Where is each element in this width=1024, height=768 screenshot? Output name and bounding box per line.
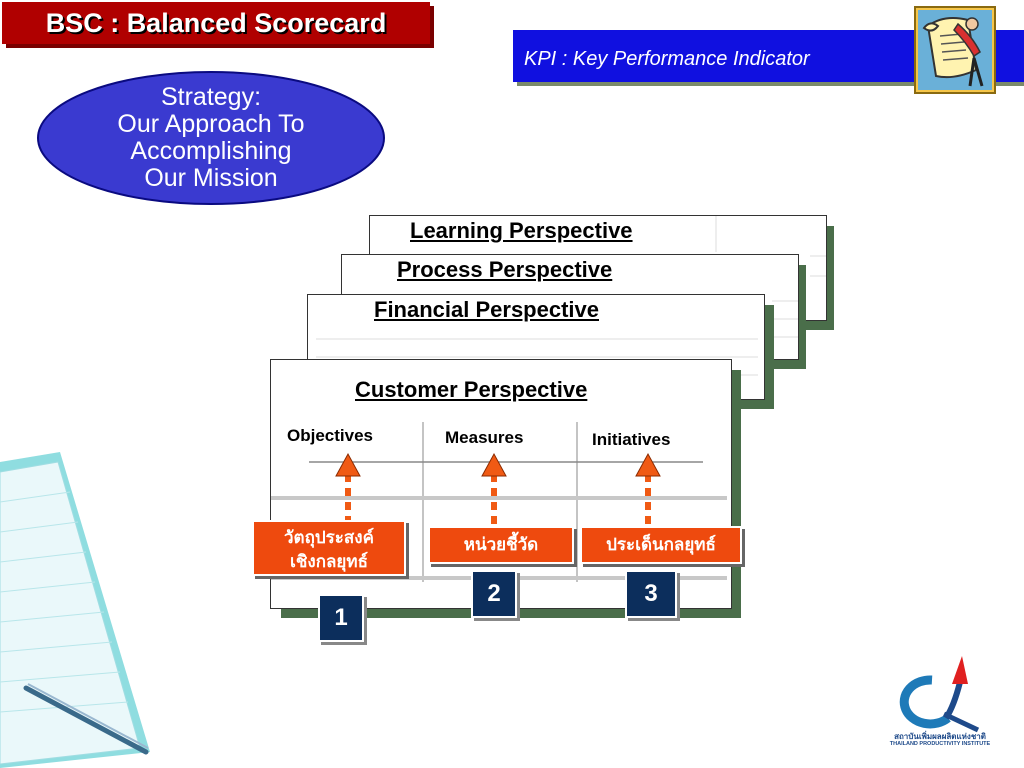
strategy-line-1: Strategy:: [160, 83, 262, 111]
number-badge-2: 2: [471, 570, 517, 618]
objectives-box-line-2: เชิงกลยุทธ์: [290, 552, 368, 571]
objectives-box: วัตถุประสงค์ เชิงกลยุทธ์: [252, 520, 406, 576]
learning-perspective-title: Learning Perspective: [410, 218, 633, 243]
objectives-box-line-1: วัตถุประสงค์: [284, 528, 374, 547]
process-card-lines: [772, 300, 798, 338]
title-banner: [2, 2, 430, 44]
tpi-thai-name: สถาบันเพิ่มผลผลิตแห่งชาติ: [894, 732, 986, 741]
learning-card-lines: [715, 216, 826, 277]
financial-perspective-title: Financial Perspective: [374, 297, 599, 322]
scroll-clipart-icon: [914, 6, 996, 94]
strategy-line-2: Our Approach To: [117, 110, 305, 138]
kpi-banner-shadow: [517, 82, 1024, 86]
number-badge-3: 3: [625, 570, 677, 618]
arrows-layer: [335, 452, 661, 524]
tpi-logo-icon: [899, 656, 980, 733]
tpi-english-name: THAILAND PRODUCTIVITY INSTITUTE: [889, 741, 991, 747]
number-badge-1: 1: [318, 594, 364, 642]
notepad-illustration: [0, 452, 150, 768]
strategy-line-3: Accomplishing: [130, 137, 292, 165]
process-perspective-title: Process Perspective: [397, 257, 613, 282]
strategy-text: Strategy: Our Approach To Accomplishing …: [36, 84, 386, 192]
tpi-logo-text: สถาบันเพิ่มผลผลิตแห่งชาติ THAILAND PRODU…: [880, 732, 1000, 748]
objectives-heading: Objectives: [287, 426, 373, 445]
measures-box: หน่วยชี้วัด: [428, 526, 574, 564]
strategy-line-4: Our Mission: [144, 164, 278, 192]
initiatives-arrow-icon: [635, 452, 661, 524]
initiatives-box: ประเด็นกลยุทธ์: [580, 526, 742, 564]
measures-heading: Measures: [445, 428, 524, 447]
measures-arrow-icon: [481, 452, 507, 524]
initiatives-heading: Initiatives: [592, 430, 671, 449]
objectives-arrow-icon: [335, 452, 361, 524]
page-title: BSC : Balanced Scorecard: [45, 8, 387, 38]
strategy-ellipse: [37, 71, 385, 205]
customer-perspective-title: Customer Perspective: [355, 377, 588, 402]
kpi-subtitle: KPI : Key Performance Indicator: [524, 48, 810, 70]
